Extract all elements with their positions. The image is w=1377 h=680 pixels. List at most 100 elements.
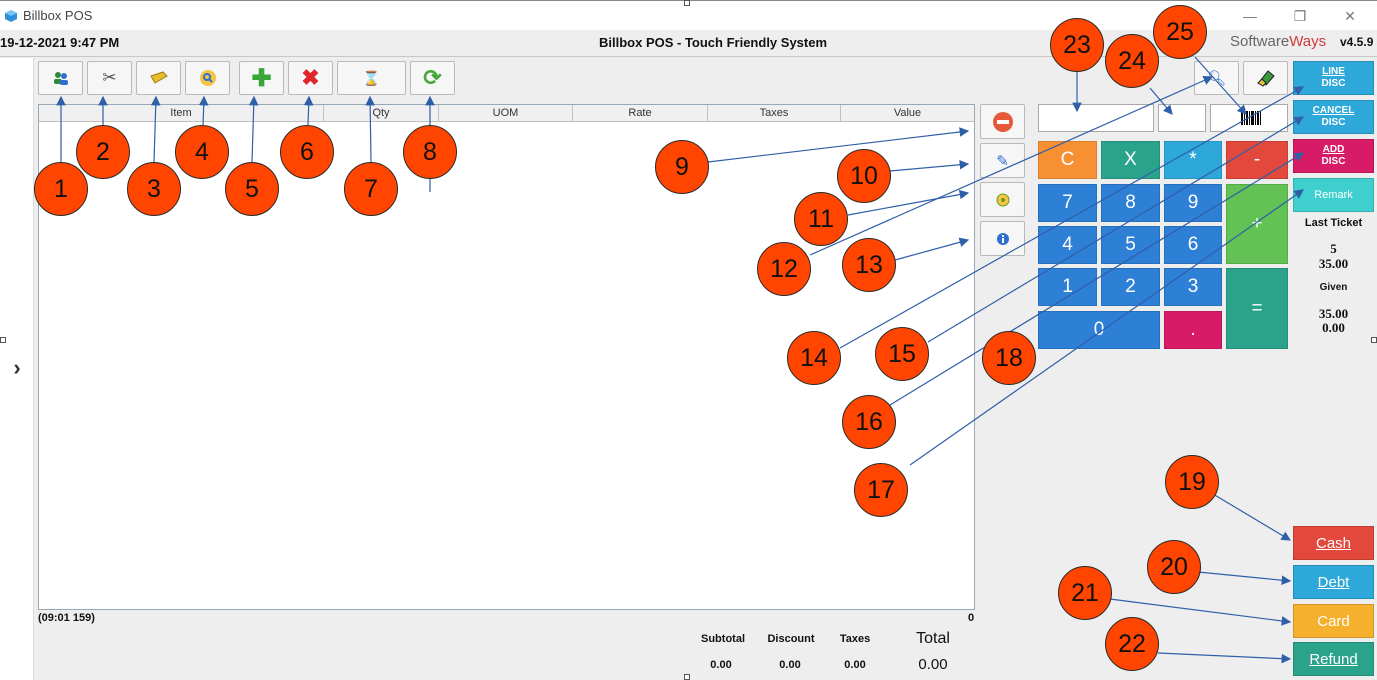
subtotal-label: Subtotal [701, 633, 745, 645]
key-4[interactable]: 4 [1038, 226, 1097, 264]
attributes-icon [996, 193, 1009, 206]
line-disc-button[interactable]: LINE DISC [1293, 61, 1374, 95]
remark-button[interactable]: Remark [1293, 178, 1374, 212]
minimize-button[interactable]: — [1243, 8, 1257, 24]
callout-25: 25 [1153, 5, 1207, 59]
callout-9: 9 [655, 140, 709, 194]
ticket-code: (09:01 159) [38, 612, 95, 624]
key-9[interactable]: 9 [1164, 184, 1222, 222]
edit-line-button[interactable]: ✎ [980, 143, 1025, 178]
callout-15: 15 [875, 327, 929, 381]
callout-21: 21 [1058, 566, 1112, 620]
callout-12: 12 [757, 242, 811, 296]
card-button[interactable]: Card [1293, 604, 1374, 638]
quantity-input[interactable] [1158, 104, 1206, 132]
key-6[interactable]: 6 [1164, 226, 1222, 264]
barcode-scan-field[interactable] [1210, 104, 1288, 132]
key-7[interactable]: 7 [1038, 184, 1097, 222]
remove-line-button[interactable] [980, 104, 1025, 139]
callout-1: 1 [34, 162, 88, 216]
close-button[interactable]: ✕ [1344, 8, 1356, 24]
taxes-label: Taxes [839, 633, 871, 645]
info-button[interactable] [980, 221, 1025, 256]
total-label: Total [916, 630, 950, 647]
line-count: 0 [968, 612, 975, 624]
column-header-uom[interactable]: UOM [439, 105, 573, 122]
resize-handle-left[interactable] [0, 337, 6, 343]
key-1[interactable]: 1 [1038, 268, 1097, 306]
taxes-value: 0.00 [844, 659, 866, 671]
search-button[interactable]: 🔍︎ [1194, 61, 1239, 95]
key-plus[interactable]: + [1226, 184, 1288, 264]
callout-22: 22 [1105, 617, 1159, 671]
cancel-disc-label-1: CANCEL [1312, 105, 1355, 116]
cancel-disc-label-2: DISC [1321, 117, 1346, 128]
add-line-icon: ✚ [251, 64, 272, 92]
add-disc-label-1: ADD [1322, 144, 1345, 155]
callout-24: 24 [1105, 34, 1159, 88]
refresh-button[interactable]: ⟳ [410, 61, 455, 95]
refund-button[interactable]: Refund [1293, 642, 1374, 676]
add-line-button[interactable]: ✚ [239, 61, 284, 95]
column-header-value[interactable]: Value [841, 105, 974, 122]
column-header-item[interactable]: Item [39, 105, 324, 122]
discount-value: 0.00 [779, 659, 801, 671]
refresh-icon: ⟳ [423, 65, 442, 90]
debt-button[interactable]: Debt [1293, 565, 1374, 599]
attributes-button[interactable] [980, 182, 1025, 217]
key-minus[interactable]: - [1226, 141, 1288, 179]
given-amount: 35.00 [1318, 306, 1349, 321]
search-product-button[interactable] [185, 61, 230, 95]
card-label: Card [1317, 612, 1350, 630]
key-3[interactable]: 3 [1164, 268, 1222, 306]
version-label: v4.5.9 [1340, 35, 1374, 49]
cancel-disc-button[interactable]: CANCEL DISC [1293, 100, 1374, 134]
key-decimal[interactable]: . [1164, 311, 1222, 349]
change-amount: 0.00 [1322, 320, 1345, 335]
callout-2: 2 [76, 125, 130, 179]
key-8[interactable]: 8 [1101, 184, 1160, 222]
resize-handle-right[interactable] [1371, 337, 1377, 343]
line-disc-label-2: DISC [1321, 78, 1346, 89]
callout-17: 17 [854, 463, 908, 517]
chevron-right-icon[interactable]: › [13, 355, 21, 380]
key-star[interactable]: * [1164, 141, 1222, 179]
key-5[interactable]: 5 [1101, 226, 1160, 264]
key-multiply-x[interactable]: X [1101, 141, 1160, 179]
callout-14: 14 [787, 331, 841, 385]
price-button[interactable] [136, 61, 181, 95]
last-ticket-amount: 35.00 [1318, 256, 1349, 271]
hourglass-icon: ⌛ [362, 69, 381, 86]
split-scissors-icon: ✂ [102, 68, 117, 87]
column-header-qty[interactable]: Qty [324, 105, 439, 122]
side-panel-strip [0, 58, 34, 680]
restore-button[interactable]: ❐ [1293, 8, 1307, 24]
key-equals[interactable]: = [1226, 268, 1288, 349]
add-disc-button[interactable]: ADD DISC [1293, 139, 1374, 173]
callout-16: 16 [842, 395, 896, 449]
column-header-taxes[interactable]: Taxes [708, 105, 841, 122]
eraser-button[interactable] [1243, 61, 1288, 95]
key-clear[interactable]: C [1038, 141, 1097, 179]
column-header-rate[interactable]: Rate [573, 105, 708, 122]
resize-handle-top[interactable] [684, 0, 690, 6]
barcode-input[interactable] [1038, 104, 1154, 132]
last-ticket-number: 5 [1330, 241, 1337, 256]
delete-ticket-button[interactable]: ✖ [288, 61, 333, 95]
subtotal-value: 0.00 [710, 659, 732, 671]
cash-button[interactable]: Cash [1293, 526, 1374, 560]
key-2[interactable]: 2 [1101, 268, 1160, 306]
callout-20: 20 [1147, 540, 1201, 594]
customers-button[interactable] [38, 61, 83, 95]
wait-ticket-button[interactable]: ⌛ [337, 61, 406, 95]
resize-handle-bottom[interactable] [684, 674, 690, 680]
key-0[interactable]: 0 [1038, 311, 1160, 349]
edit-line-icon: ✎ [996, 152, 1009, 170]
debt-label: Debt [1317, 573, 1350, 591]
callout-19: 19 [1165, 455, 1219, 509]
info-icon [996, 232, 1009, 245]
split-ticket-button[interactable]: ✂ [87, 61, 132, 95]
callout-4: 4 [175, 125, 229, 179]
header-divider [0, 56, 1377, 57]
callout-8: 8 [403, 125, 457, 179]
